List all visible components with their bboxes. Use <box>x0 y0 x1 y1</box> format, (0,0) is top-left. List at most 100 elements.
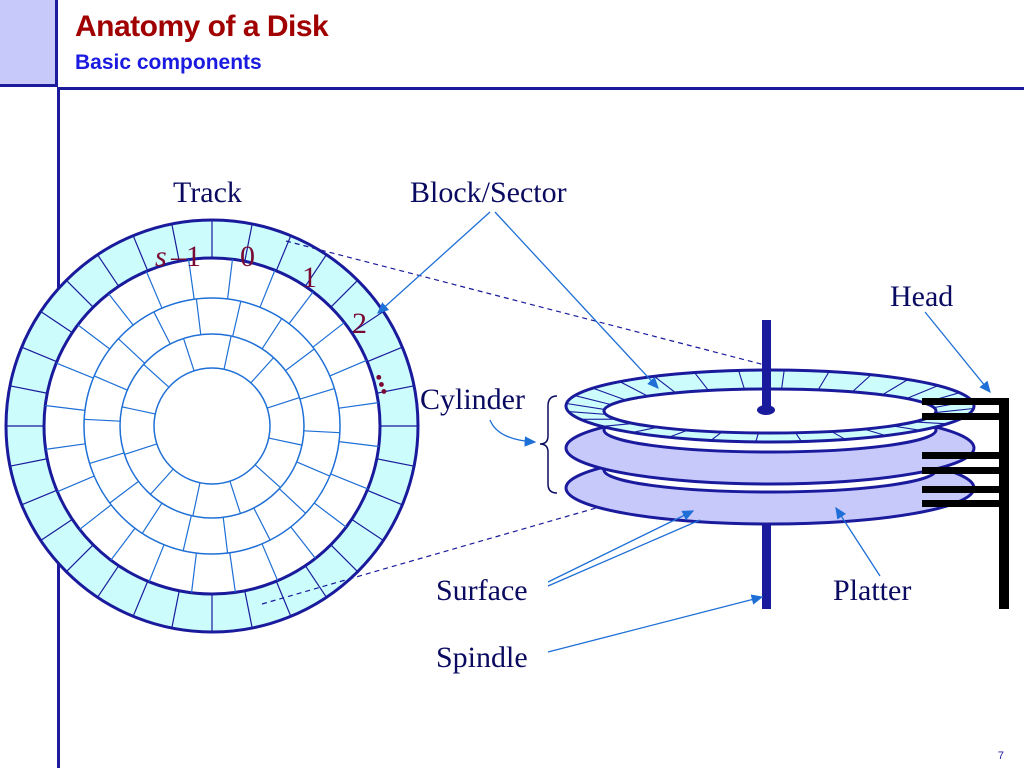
sector-divider <box>143 363 170 388</box>
sector-divider <box>79 504 112 530</box>
sector-divider <box>366 489 403 506</box>
platter-arrow <box>835 506 881 577</box>
head-assembly <box>922 398 1009 609</box>
sector-divider <box>338 402 379 409</box>
sector-divider <box>313 502 347 528</box>
surface-arrow-2 <box>547 519 701 587</box>
sector-divider <box>285 348 315 372</box>
cylinder-brace <box>539 395 558 494</box>
sector-divider <box>229 480 242 514</box>
sector-divider <box>338 441 379 448</box>
sector-divider <box>110 527 136 561</box>
disk-stack-3d <box>564 320 1009 609</box>
sector-divider <box>182 515 192 551</box>
sector-divider <box>65 544 94 573</box>
sector-divider <box>56 362 94 379</box>
sector-divider <box>250 357 275 384</box>
projection-line-bottom <box>261 457 771 605</box>
surface-arrow-1 <box>547 510 695 583</box>
label-surface: Surface <box>436 574 528 607</box>
sector-dividers <box>6 220 418 632</box>
sector-divider <box>290 526 316 559</box>
sector-divider <box>288 291 314 325</box>
spindle-upper <box>762 320 771 410</box>
spindle-cap <box>757 405 775 415</box>
sector-divider <box>97 565 120 598</box>
label-cylinder: Cylinder <box>420 383 525 416</box>
page-title: Anatomy of a Disk <box>75 10 329 43</box>
sector-divider <box>171 223 180 262</box>
sector-divider <box>89 452 125 464</box>
sector-divider <box>312 322 345 348</box>
sector-divider <box>232 301 242 337</box>
track-circle-2 <box>83 297 341 555</box>
sector-divider <box>9 385 48 394</box>
sector-divider <box>171 590 180 629</box>
sector-divider <box>190 552 197 593</box>
sector-divider <box>93 375 128 391</box>
sector-label-s: s <box>155 240 167 273</box>
sector-divider <box>261 318 283 350</box>
sector-divider <box>9 458 48 467</box>
sector-divider <box>229 552 236 593</box>
sector-divider <box>148 544 165 582</box>
sector-divider <box>330 279 359 308</box>
sector-divider <box>268 437 303 446</box>
sector-divider <box>45 443 86 450</box>
platter-sector-divider <box>619 381 649 397</box>
sector-divider <box>296 461 331 477</box>
sector-label-s-suffix: –1 <box>170 240 201 273</box>
sector-divider <box>244 590 253 629</box>
track-circle-3 <box>119 333 305 519</box>
sector-divider <box>192 482 201 517</box>
sector-divider <box>266 396 300 409</box>
sector-divider <box>132 580 149 617</box>
sector-divider <box>366 346 403 363</box>
spindle-lower <box>762 520 771 609</box>
block-arrow-2 <box>494 211 659 389</box>
platter-sector-divider <box>906 385 939 400</box>
sector-divider <box>40 518 73 541</box>
platter-sector-divider <box>914 421 948 425</box>
corner-accent-box <box>0 0 58 87</box>
sector-divider <box>149 468 174 495</box>
platter-sector-divider <box>851 374 872 393</box>
sector-divider <box>108 293 134 326</box>
sector-divider <box>132 235 149 272</box>
head-arrow <box>924 311 991 394</box>
sector-divider <box>121 406 156 415</box>
sector-divider <box>330 473 368 490</box>
sector-divider <box>253 507 271 541</box>
sector-divider <box>303 430 340 434</box>
platter-sector-divider <box>566 402 605 411</box>
sector-divider <box>223 335 232 370</box>
platter-sector-divider <box>592 387 627 401</box>
sector-divider <box>259 270 276 308</box>
sector-divider <box>275 580 292 617</box>
platter-sector-divider <box>882 379 909 396</box>
sector-divider <box>77 324 111 350</box>
sector-divider <box>117 338 146 364</box>
sector-divider <box>227 259 234 300</box>
sector-divider <box>109 480 139 504</box>
sector-divider <box>330 544 359 573</box>
sector-divider <box>351 518 384 541</box>
sector-divider <box>153 311 171 345</box>
sector-divider <box>40 311 73 334</box>
block-arrow-1 <box>377 211 491 314</box>
sector-divider <box>376 385 415 394</box>
platter-sector-divider <box>781 370 785 390</box>
sector-divider <box>351 311 384 334</box>
sector-divider <box>45 404 86 411</box>
sector-divider <box>57 475 95 493</box>
sector-divider <box>65 279 94 308</box>
spindle-arrow <box>547 594 764 653</box>
sector-divider <box>244 223 253 262</box>
sector-divider <box>195 298 202 335</box>
label-block-sector: Block/Sector <box>410 176 567 209</box>
sector-label-1: 1 <box>302 261 317 294</box>
callout-arrows <box>377 211 991 653</box>
sector-divider <box>299 388 335 400</box>
sector-divider <box>304 254 327 287</box>
